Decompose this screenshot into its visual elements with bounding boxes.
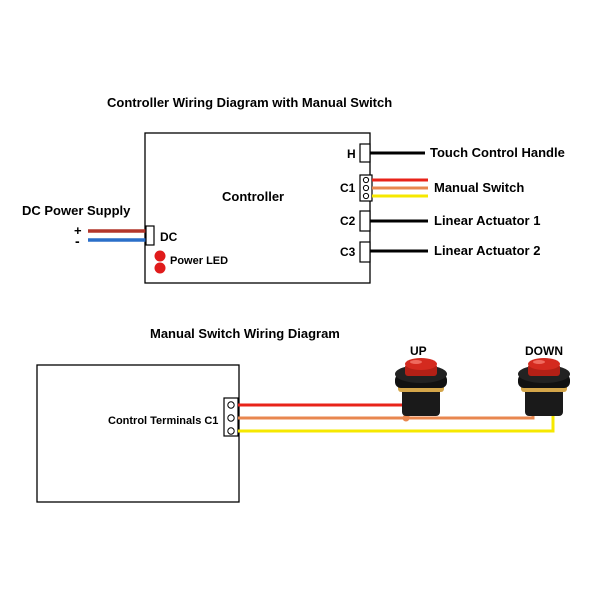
switch-red-wire xyxy=(238,398,410,407)
power-supply-label: DC Power Supply xyxy=(22,203,131,218)
port-c3-connector xyxy=(359,241,371,263)
down-button-label: DOWN xyxy=(525,344,563,358)
port-c2-label: C2 xyxy=(340,214,356,228)
terminal-pin-3 xyxy=(227,427,235,435)
port-c3-label: C3 xyxy=(340,245,356,259)
port-c1-pin-1 xyxy=(362,176,370,184)
port-c2-target: Linear Actuator 1 xyxy=(434,213,540,228)
port-c1-label: C1 xyxy=(340,181,356,195)
port-c2-connector xyxy=(359,210,371,232)
port-h-target: Touch Control Handle xyxy=(430,145,565,160)
terminal-box xyxy=(36,364,240,503)
switch-orange-wire xyxy=(238,400,535,420)
port-c1-pin-2 xyxy=(362,184,370,192)
controller-label: Controller xyxy=(222,189,284,204)
dc-port-label: DC xyxy=(160,230,178,244)
bottom-diagram-title: Manual Switch Wiring Diagram xyxy=(150,326,340,341)
port-c1-pin-3 xyxy=(362,192,370,200)
top-diagram-title: Controller Wiring Diagram with Manual Sw… xyxy=(107,95,392,110)
power-led-label: Power LED xyxy=(170,255,228,267)
port-c3-target: Linear Actuator 2 xyxy=(434,243,540,258)
terminal-label: Control Terminals C1 xyxy=(108,415,218,427)
controller-box xyxy=(144,132,371,284)
power-led-top xyxy=(154,250,166,262)
power-led-bottom xyxy=(154,262,166,274)
port-c1-target: Manual Switch xyxy=(434,180,524,195)
terminal-pin-2 xyxy=(227,414,235,422)
dc-port xyxy=(145,225,155,246)
minus-sign: - xyxy=(75,233,80,249)
terminal-pin-1 xyxy=(227,401,235,409)
down-push-button xyxy=(518,358,570,416)
up-push-button xyxy=(395,358,447,416)
port-h-label: H xyxy=(347,147,356,161)
plus-sign: + xyxy=(74,223,82,238)
port-h-connector xyxy=(359,143,371,163)
up-button-label: UP xyxy=(410,344,427,358)
wire-junction xyxy=(402,414,410,422)
